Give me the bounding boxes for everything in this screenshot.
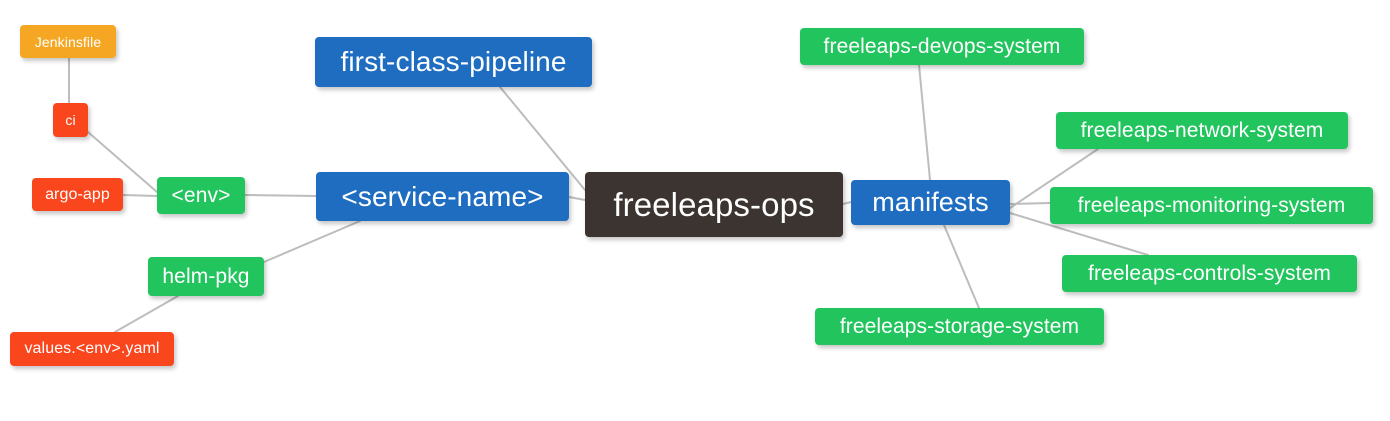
node-label-helm-pkg: helm-pkg <box>162 265 250 288</box>
node-label-env: <env> <box>171 184 231 207</box>
node-env[interactable]: <env> <box>157 177 245 214</box>
edge-manifests-to-storage-system <box>943 224 980 309</box>
node-label-devops-system: freeleaps-devops-system <box>823 35 1061 58</box>
node-manifests[interactable]: manifests <box>851 180 1010 225</box>
node-label-storage-system: freeleaps-storage-system <box>839 315 1080 338</box>
node-helm-pkg[interactable]: helm-pkg <box>148 257 264 296</box>
node-jenkinsfile[interactable]: Jenkinsfile <box>20 25 116 58</box>
node-label-monitoring-system: freeleaps-monitoring-system <box>1077 194 1346 217</box>
node-label-freeleaps-ops: freeleaps-ops <box>613 186 815 223</box>
edge-helm-pkg-to-values-yaml <box>114 295 179 333</box>
node-first-class-pipeline[interactable]: first-class-pipeline <box>315 37 592 87</box>
node-label-argo-app: argo-app <box>45 185 110 203</box>
edge-manifests-to-devops-system <box>918 64 931 181</box>
node-monitoring-system[interactable]: freeleaps-monitoring-system <box>1050 187 1373 224</box>
node-network-system[interactable]: freeleaps-network-system <box>1056 112 1348 149</box>
node-freeleaps-ops[interactable]: freeleaps-ops <box>585 172 843 237</box>
node-controls-system[interactable]: freeleaps-controls-system <box>1062 255 1357 292</box>
edge-service-name-to-env <box>244 194 317 197</box>
node-argo-app[interactable]: argo-app <box>32 178 123 211</box>
node-service-name[interactable]: <service-name> <box>316 172 569 221</box>
node-devops-system[interactable]: freeleaps-devops-system <box>800 28 1084 65</box>
node-ci[interactable]: ci <box>53 103 88 137</box>
edge-manifests-to-monitoring-system <box>1009 202 1051 205</box>
edge-freeleaps-ops-to-service-name <box>568 196 586 201</box>
node-label-ci: ci <box>65 112 76 128</box>
node-label-network-system: freeleaps-network-system <box>1080 119 1324 142</box>
edge-env-to-argo-app <box>122 194 158 197</box>
node-label-values-yaml: values.<env>.yaml <box>24 340 160 357</box>
node-label-first-class-pipeline: first-class-pipeline <box>340 46 567 77</box>
node-values-yaml[interactable]: values.<env>.yaml <box>10 332 174 366</box>
node-label-jenkinsfile: Jenkinsfile <box>34 33 102 50</box>
edge-service-name-to-helm-pkg <box>263 220 361 263</box>
node-label-service-name: <service-name> <box>341 180 544 212</box>
edge-freeleaps-ops-to-manifests <box>842 201 852 205</box>
node-label-controls-system: freeleaps-controls-system <box>1088 262 1331 285</box>
node-label-manifests: manifests <box>872 187 989 217</box>
node-storage-system[interactable]: freeleaps-storage-system <box>815 308 1104 345</box>
